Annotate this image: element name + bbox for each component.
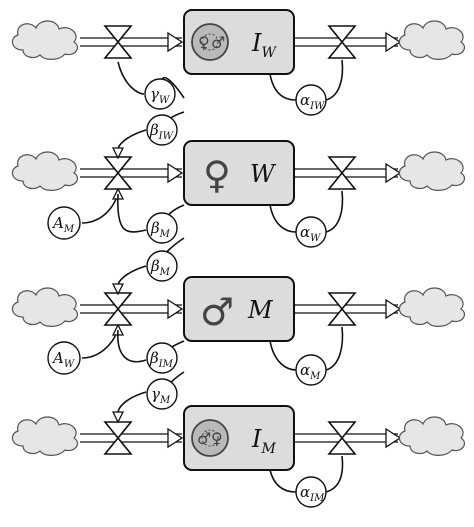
source-cloud <box>11 416 79 456</box>
svg-text:βIM: βIM <box>149 349 174 370</box>
param-beta-M: βM <box>146 250 178 282</box>
svg-text:AW: AW <box>51 349 75 370</box>
inflow-pipe <box>80 168 182 178</box>
row-men: ♂ M <box>11 276 466 342</box>
outflow-arrowhead <box>385 427 402 449</box>
inflow-valve <box>104 25 132 59</box>
param-beta-IM: βIM <box>146 342 178 374</box>
outflow-valve <box>328 292 356 326</box>
row-infected-women: ♀ ♂ IW <box>11 9 466 75</box>
inflow-arrowhead <box>167 298 184 320</box>
link-valve-to-gamma <box>117 61 145 95</box>
svg-text:βM: βM <box>150 257 171 278</box>
link-alpha-to-valve <box>325 59 344 101</box>
svg-text:αM: αM <box>300 361 321 382</box>
param-alpha-IW: αIW <box>295 84 327 116</box>
svg-text:βIW: βIW <box>149 121 174 142</box>
stock-label: IM <box>251 425 276 457</box>
svg-text:γM: γM <box>151 385 171 406</box>
link-alpha-to-valve <box>325 190 344 233</box>
param-A-W: AW <box>47 341 81 375</box>
svg-text:βM: βM <box>150 219 171 240</box>
link-stock-to-alpha <box>269 340 297 371</box>
svg-text:αW: αW <box>300 223 321 244</box>
stock-box <box>183 276 295 342</box>
param-alpha-W: αW <box>295 216 327 248</box>
row-infected-men: ♂ ♀ IM <box>11 405 466 471</box>
outflow-pipe <box>294 37 398 47</box>
outflow-pipe <box>294 304 398 314</box>
outflow-valve <box>328 25 356 59</box>
sink-cloud <box>398 416 466 456</box>
stock-label: M <box>247 296 274 324</box>
male-icon: ♂ <box>200 290 234 334</box>
outflow-arrowhead <box>385 298 402 320</box>
inflow-arrowhead <box>167 31 184 53</box>
outflow-rate-links <box>269 59 344 493</box>
source-cloud <box>11 287 79 327</box>
inflow-valve <box>104 421 132 455</box>
male-icon: ♂ <box>211 33 225 52</box>
link-alpha-to-valve <box>325 326 344 371</box>
link-stock-to-alpha <box>269 469 297 493</box>
link-arrowhead <box>111 283 125 296</box>
female-icon: ♀ <box>211 429 223 448</box>
link-beta-to-valve <box>117 193 147 233</box>
param-alpha-M: αM <box>295 354 327 386</box>
source-cloud <box>11 20 79 60</box>
svg-text:AM: AM <box>51 214 75 235</box>
stock-label: W <box>250 160 277 188</box>
inflow-valve <box>104 156 132 190</box>
param-gamma-M: γM <box>146 378 178 410</box>
link-stock-to-alpha <box>269 73 297 101</box>
outflow-arrowhead <box>385 31 402 53</box>
inflow-pipe <box>80 433 182 443</box>
svg-text:αIW: αIW <box>300 91 325 112</box>
param-A-M: AM <box>47 206 81 240</box>
link-arrowhead <box>111 147 125 160</box>
outflow-valve <box>328 421 356 455</box>
link-A-to-valve <box>81 329 119 359</box>
male-icon: ♂ <box>197 429 211 448</box>
svg-text:γW: γW <box>150 85 170 106</box>
inflow-valve <box>104 292 132 326</box>
sink-cloud <box>398 20 466 60</box>
row-women: ♀ W <box>11 140 466 206</box>
param-gamma-W: γW <box>144 78 176 110</box>
outflow-pipe <box>294 168 398 178</box>
female-icon: ♀ <box>198 33 210 52</box>
sink-cloud <box>398 287 466 327</box>
param-beta-IW: βIW <box>146 114 178 146</box>
param-alpha-IM: αIM <box>295 476 327 508</box>
sink-cloud <box>398 151 466 191</box>
link-alpha-to-valve <box>325 455 344 493</box>
infected-symbol-icon <box>191 23 229 61</box>
inflow-arrowhead <box>167 427 184 449</box>
outflow-arrowhead <box>385 162 402 184</box>
outflow-pipe <box>294 433 398 443</box>
link-stock-to-alpha <box>269 204 297 233</box>
inflow-pipe <box>80 304 182 314</box>
source-cloud <box>11 151 79 191</box>
inflow-arrowhead <box>167 162 184 184</box>
param-beta-M: βM <box>146 212 178 244</box>
stock-label: IW <box>251 29 277 61</box>
female-icon: ♀ <box>203 153 231 197</box>
outflow-valve <box>328 156 356 190</box>
svg-text:αIM: αIM <box>300 483 325 504</box>
infected-symbol-icon <box>191 419 229 457</box>
link-beta-to-valve <box>117 329 147 363</box>
stock-box <box>183 140 295 206</box>
inflow-pipe <box>80 37 182 47</box>
link-arrowhead <box>111 411 125 424</box>
